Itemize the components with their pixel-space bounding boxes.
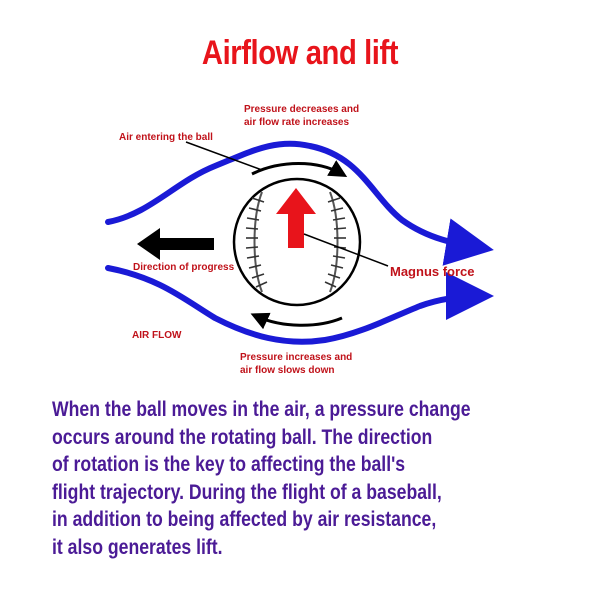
caption-line-3: of rotation is the key to affecting the … [52,453,406,476]
upper-rotation-arrow [251,160,348,178]
pressure-bottom-label-line1: Pressure increases and [240,352,352,363]
upper-airflow-line [105,140,494,266]
caption-line-1: When the ball moves in the air, a pressu… [52,398,471,421]
lower-rotation-arrow [250,312,343,330]
direction-label: Direction of progress [133,262,235,273]
left-seam-stitches [245,197,268,288]
direction-arrow [137,228,214,260]
caption-line-6: it also generates lift. [52,535,223,559]
caption-line-4: flight trajectory. During the flight of … [52,480,442,504]
air-flow-label: AIR FLOW [132,330,182,341]
magnus-leader [303,233,389,267]
caption-line-5: in addition to being affected by air res… [52,508,437,531]
pressure-bottom-label-line2: air flow slows down [240,365,334,376]
right-seam-stitches [324,197,347,288]
caption-line-2: occurs around the rotating ball. The dir… [52,425,433,449]
caption: When the ball moves in the air, a pressu… [52,396,592,561]
lift-arrow [276,188,316,248]
magnus-label: Magnus force [390,264,475,279]
pressure-top-label-line2: air flow rate increases [244,117,349,128]
air-entering-label: Air entering the ball [119,132,213,143]
air-entering-leader [185,141,263,171]
lower-airflow-line [105,265,494,345]
pressure-top-label-line1: Pressure decreases and [244,104,359,115]
page-title: Airflow and lift [201,34,399,72]
